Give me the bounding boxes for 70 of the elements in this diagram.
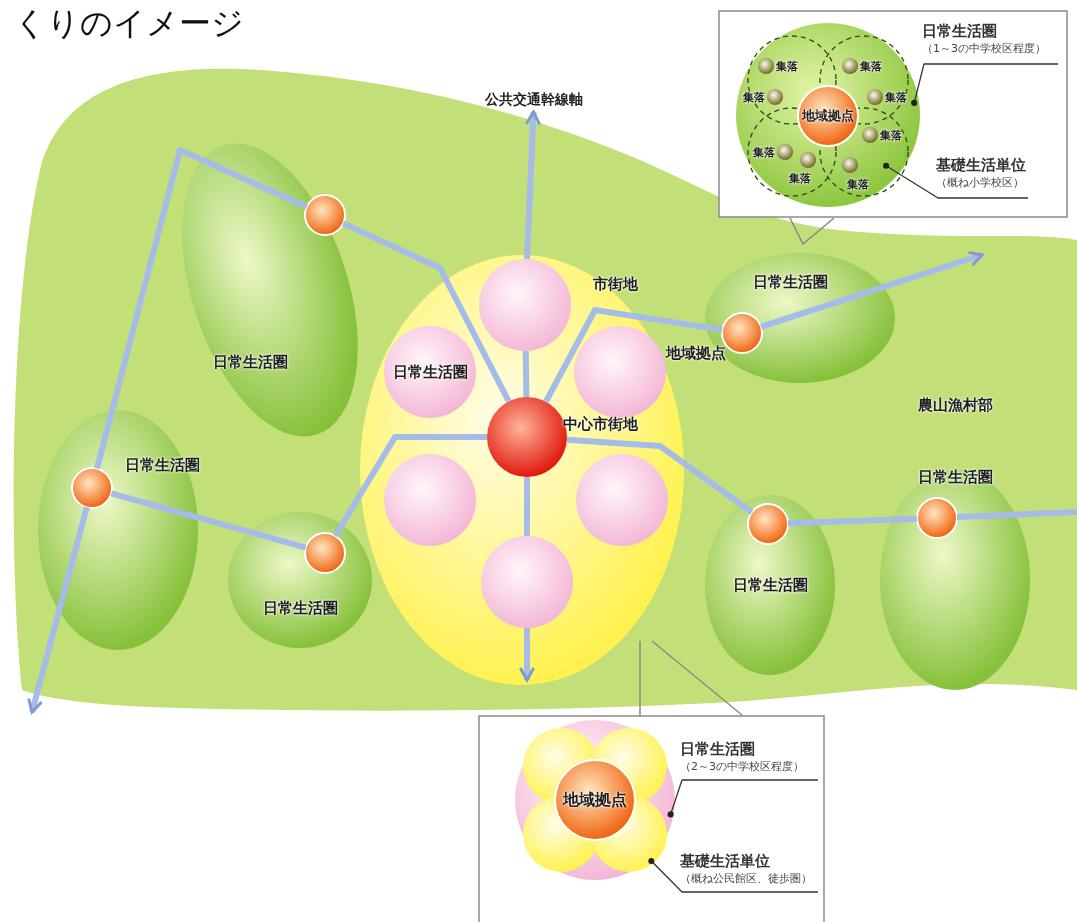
district-circle: [576, 454, 668, 546]
transit-line: [543, 307, 723, 404]
callout-heading: 基礎生活単位: [936, 156, 1026, 175]
callout-note: （1～3の中学校区程度）: [922, 41, 1046, 56]
place-label: 集落: [880, 127, 902, 143]
district-circle: [481, 536, 573, 628]
hub-circle: [305, 533, 345, 573]
title: くりのイメージ: [14, 3, 244, 44]
leader-line: [911, 63, 1059, 106]
place-label: 集落: [753, 144, 775, 160]
callout-note: （概ね小学校区）: [936, 175, 1024, 190]
place-label: 集落: [860, 58, 882, 74]
hub-circle: [555, 760, 635, 840]
leader-line: [883, 162, 1029, 199]
inset-panel: [478, 715, 825, 922]
transit-line: [760, 250, 984, 330]
zone-ellipse: [228, 512, 372, 648]
region-label: 地域拠点: [563, 789, 627, 811]
transit-line: [524, 477, 530, 536]
district-circle: [574, 326, 666, 418]
axis-label: 公共交通幹線軸: [470, 88, 598, 112]
transit-line: [518, 628, 536, 682]
transit-line: [787, 515, 918, 527]
transit-line: [522, 350, 530, 398]
place-label: 集落: [776, 58, 798, 74]
inset-panel: [718, 10, 1068, 218]
region-label: 日常生活圏: [262, 598, 338, 618]
hub-circle: [917, 498, 957, 538]
transit-line: [566, 436, 754, 515]
region-label: 地域拠点: [802, 107, 854, 125]
callout-note: （2～3の中学校区程度）: [680, 759, 804, 774]
callout-heading: 日常生活圏: [922, 22, 997, 41]
zone-ellipse: [705, 495, 835, 675]
region-label: 日常生活圏: [212, 352, 288, 372]
district-circle: [479, 259, 571, 351]
district-circle: [384, 326, 476, 418]
region-label: 日常生活圏: [392, 362, 468, 382]
hub-circle: [72, 468, 112, 508]
place-label: 中心市街地: [562, 414, 638, 434]
callout-note: （概ね公民館区、徒歩圏）: [680, 871, 812, 886]
place-label: 集落: [885, 89, 907, 105]
place-label: 集落: [743, 89, 765, 105]
zone-circle: [736, 23, 920, 207]
callout-heading: 日常生活圏: [680, 740, 755, 759]
zone-ellipse: [38, 410, 198, 650]
zone-circle: [515, 720, 675, 880]
leader-line: [648, 857, 819, 893]
place-label: 集落: [789, 170, 811, 186]
leader-line: [667, 779, 819, 818]
callout-heading: 基礎生活単位: [680, 852, 770, 871]
transit-line: [94, 147, 308, 470]
hub-circle: [798, 86, 858, 146]
place-label: 地域拠点: [666, 343, 726, 363]
place-label: 集落: [847, 176, 869, 192]
region-label: 日常生活圏: [917, 467, 993, 487]
transit-line: [27, 506, 90, 714]
zone-ellipse: [880, 470, 1030, 690]
transit-line: [524, 110, 542, 260]
hub-circle: [305, 195, 345, 235]
transit-line: [332, 434, 487, 538]
region-label: 日常生活圏: [752, 272, 828, 292]
region-label: 農山漁村部: [917, 395, 993, 415]
region-label: 日常生活圏: [732, 575, 808, 595]
region-label: 日常生活圏: [124, 455, 200, 475]
transit-line: [956, 509, 1077, 521]
hub-circle: [748, 504, 788, 544]
region-label: 市街地: [592, 274, 638, 294]
district-circle: [384, 454, 476, 546]
transit-line: [341, 220, 512, 403]
transit-line: [110, 490, 307, 551]
